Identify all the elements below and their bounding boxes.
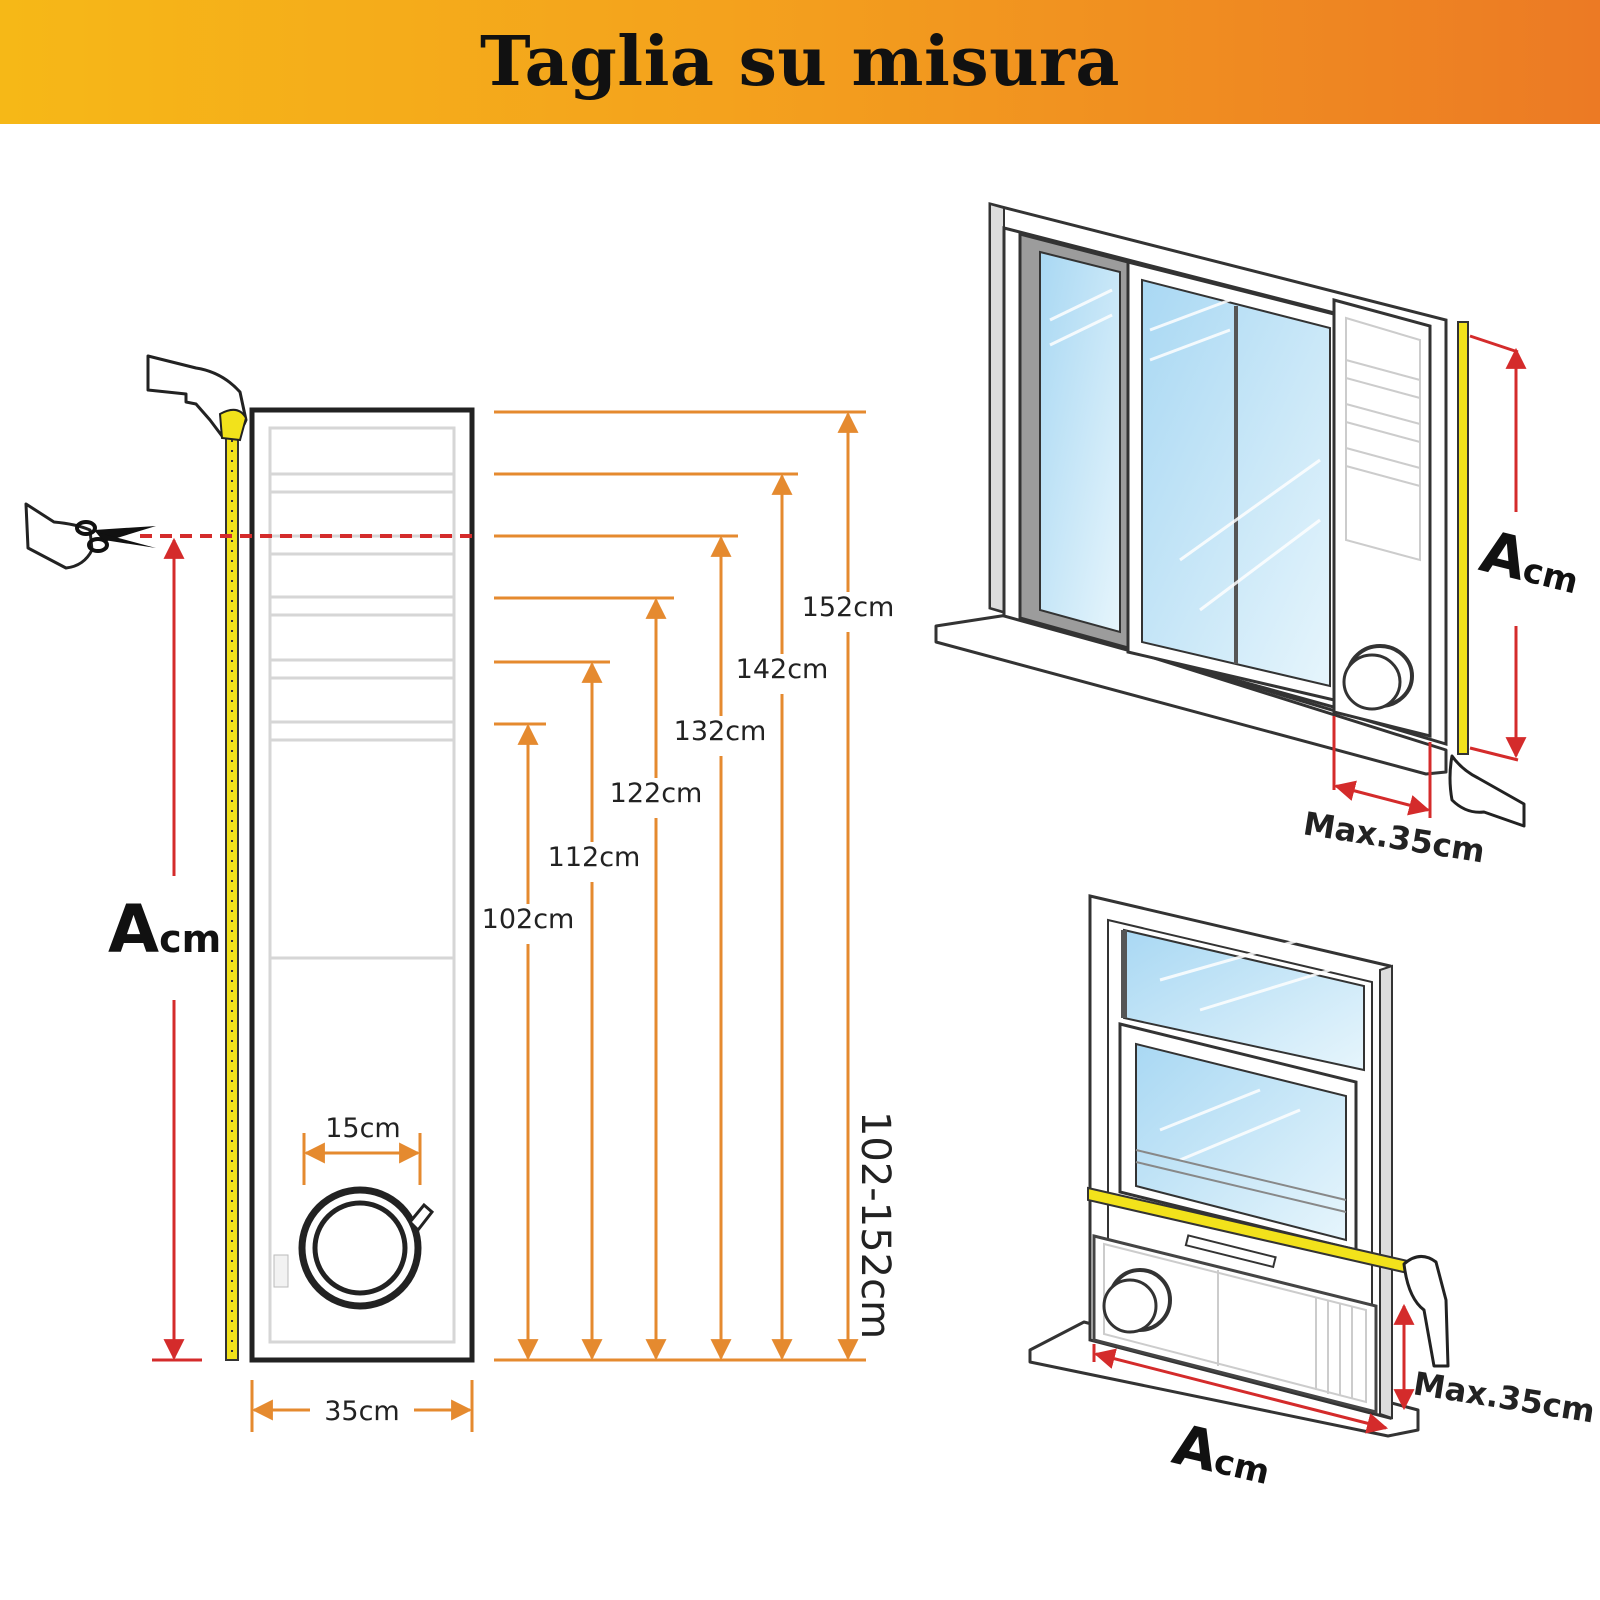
height-dimensions: 152cm 142cm 132cm 122cm 112cm 102cm 102-… <box>482 410 898 1362</box>
a-label-window1: Acm <box>1474 517 1588 607</box>
hand-icon-window2 <box>1402 1255 1450 1368</box>
title-banner: Taglia su misura <box>0 0 1600 124</box>
brand-label <box>273 1254 289 1288</box>
height-label-152: 152cm <box>802 592 895 623</box>
height-label-132: 132cm <box>674 716 767 747</box>
tape-measure-window1 <box>1457 321 1469 755</box>
hole-dimension: 15cm <box>302 1113 422 1185</box>
max-label-window1: Max.35cm <box>1301 804 1488 870</box>
panel-diagram: 15cm 35cm <box>249 407 475 1432</box>
page-title: Taglia su misura <box>480 22 1120 102</box>
sliding-window-diagram: Acm Max.35cm <box>934 202 1588 871</box>
a-dimension-panel: Acm <box>108 537 221 1362</box>
hose-connector-icon-window2 <box>1102 1268 1172 1334</box>
hole-width-label: 15cm <box>325 1113 401 1144</box>
sash-window-diagram: Max.35cm Acm <box>1028 894 1598 1498</box>
height-label-112: 112cm <box>548 842 641 873</box>
max-label-window2: Max.35cm <box>1411 1364 1598 1430</box>
height-label-102: 102cm <box>482 904 575 935</box>
a-label-window2: Acm <box>1167 1412 1278 1498</box>
scissors-icon <box>24 502 156 570</box>
a-label-panel: Acm <box>108 891 221 968</box>
panel-width-label: 35cm <box>324 1396 400 1427</box>
hand-icon-top <box>146 354 248 442</box>
hose-connector-icon-window1 <box>1342 644 1414 711</box>
height-label-142: 142cm <box>736 654 829 685</box>
height-label-122: 122cm <box>610 778 703 809</box>
hand-icon-window1 <box>1448 754 1526 828</box>
hose-connector-icon <box>298 1186 435 1310</box>
panel-width-dimension: 35cm <box>250 1380 474 1432</box>
tape-measure-vertical <box>225 437 239 1361</box>
height-range-label: 102-152cm <box>852 1111 898 1339</box>
